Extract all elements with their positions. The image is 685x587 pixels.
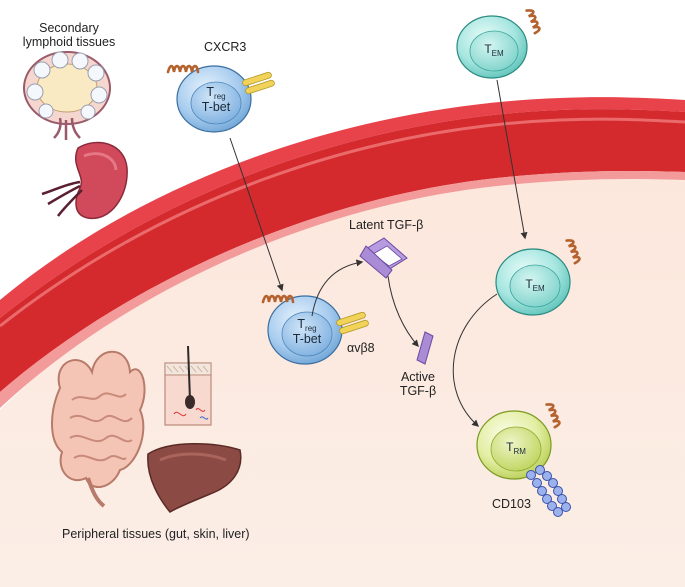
integrin-mid (336, 311, 369, 335)
tem-mid-label: TEM (515, 278, 555, 293)
treg-top-main: T (206, 85, 215, 99)
treg-mid-main: T (297, 317, 306, 331)
tem-cell-top (456, 15, 528, 79)
skin-icon (164, 345, 212, 426)
trm-sub: RM (513, 447, 526, 456)
treg-mid-sub: reg (305, 324, 317, 333)
tem-top-sub: EM (491, 49, 504, 58)
active-tgfb-line2: TGF-β (399, 384, 437, 399)
active-tgfb-line1: Active (400, 370, 436, 384)
active-tgfb-molecule (416, 331, 434, 365)
trm-main: T (506, 440, 514, 454)
blood-vessel-band (0, 109, 685, 392)
peripheral-tissues-label: Peripheral tissues (gut, skin, liver) (62, 527, 250, 541)
tem-top-main: T (484, 42, 492, 56)
treg-cell-top (176, 65, 252, 133)
cxcr3-receptor-top (166, 64, 200, 74)
blood-vessel-outer (0, 97, 685, 318)
arrow-tem-migration (496, 79, 528, 240)
active-tgfb-label: Active TGF-β (389, 370, 447, 399)
latent-tgfb-label: Latent TGF-β (349, 218, 424, 232)
secondary-tissues-line1: Secondary (39, 21, 99, 35)
cxcr3-receptor-mid (261, 294, 295, 304)
cd103-chain (526, 465, 571, 517)
secondary-tissues-line2: lymphoid tissues (22, 35, 116, 50)
arrow-latent-to-active (387, 275, 419, 348)
arrow-treg-to-latent (311, 259, 364, 317)
treg-mid-line2: T-bet (292, 332, 322, 347)
avb8-label: αvβ8 (347, 341, 375, 355)
cxcr3-label: CXCR3 (204, 40, 247, 54)
latent-tgfb-molecule (359, 237, 408, 279)
gut-icon (51, 350, 146, 508)
trm-cell (476, 410, 552, 480)
blood-vessel-highlight (0, 117, 685, 328)
lymph-node-icon (23, 51, 111, 140)
receptor-tem-top (525, 9, 541, 35)
receptor-trm (545, 403, 561, 429)
treg-cell-mid (267, 295, 343, 365)
trm-label: TRM (496, 441, 536, 456)
treg-top-sub: reg (214, 92, 226, 101)
tem-cell-mid (495, 248, 571, 316)
arrow-treg-migration (229, 137, 284, 292)
tem-mid-sub: EM (532, 284, 545, 293)
spleen-icon (41, 141, 128, 220)
arrow-tem-to-trm (452, 293, 498, 427)
tem-mid-main: T (525, 277, 533, 291)
cd103-label: CD103 (492, 497, 531, 511)
receptor-tem-mid (565, 239, 581, 265)
liver-icon (147, 443, 242, 513)
integrin-top (242, 71, 275, 95)
secondary-tissues-label: Secondary lymphoid tissues (10, 21, 128, 50)
tem-top-label: TEM (474, 43, 514, 58)
treg-mid-label: Treg T-bet (281, 317, 333, 347)
treg-top-label: Treg T-bet (190, 85, 242, 115)
treg-top-line2: T-bet (201, 100, 231, 115)
